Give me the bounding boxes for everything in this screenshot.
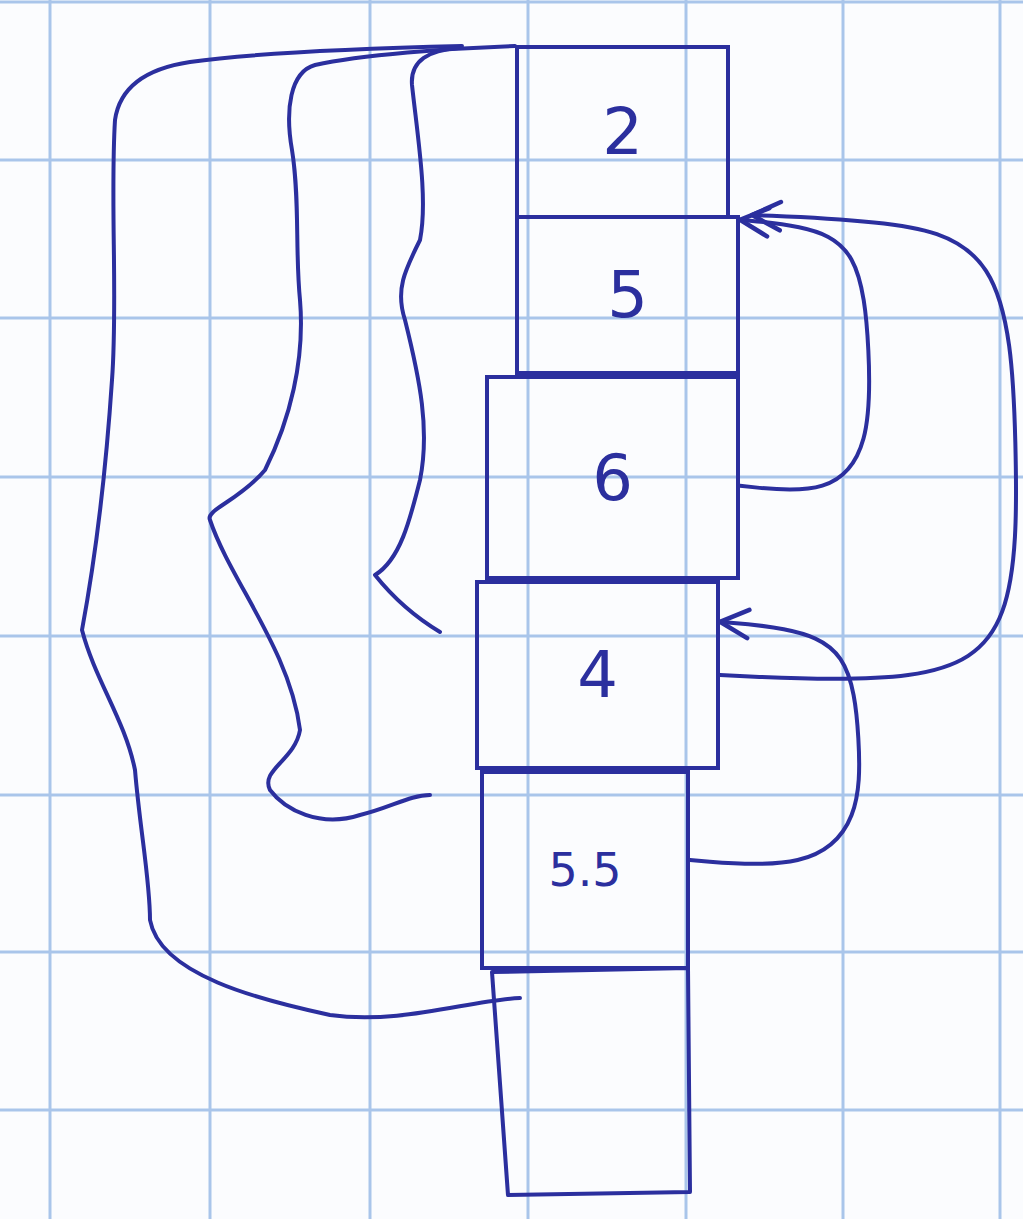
curved-arrow (690, 622, 859, 864)
box-number: 5 (607, 263, 648, 327)
curved-arrow (740, 220, 869, 490)
box-number: 5.5 (548, 847, 621, 893)
number-box: 2 (515, 45, 730, 215)
number-box: 6 (485, 375, 740, 580)
outer-wavy-bracket (82, 46, 520, 1017)
number-box: 5.5 (480, 770, 690, 970)
curved-arrow (720, 215, 1016, 679)
box-number: 2 (602, 100, 643, 164)
middle-wavy-bracket (210, 46, 515, 819)
inner-wavy-bracket (375, 48, 458, 632)
number-box: 4 (475, 580, 720, 770)
number-box: 5 (515, 215, 740, 375)
empty-box (492, 968, 690, 1195)
box-number: 4 (577, 643, 618, 707)
box-number: 6 (592, 446, 633, 510)
